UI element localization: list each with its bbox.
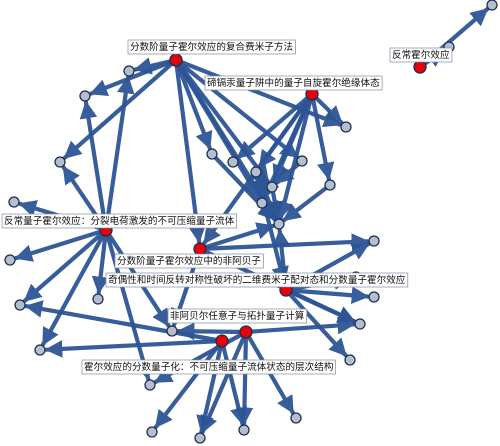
edge-n8-p28 bbox=[219, 338, 248, 426]
node-label-background bbox=[167, 308, 308, 324]
node-p5[interactable] bbox=[340, 121, 352, 133]
edge-n4-p1 bbox=[103, 75, 135, 233]
edge-n8-p29 bbox=[196, 338, 225, 434]
node-label-background bbox=[204, 75, 383, 91]
edge-n6-p26 bbox=[283, 287, 348, 358]
node-p17[interactable] bbox=[14, 299, 26, 311]
node-p23[interactable] bbox=[354, 318, 366, 330]
node-label-n3: 碲镉汞量子阱中的量子自旋霍尔绝缘体态 bbox=[204, 75, 383, 91]
node-p27[interactable] bbox=[290, 412, 302, 424]
node-p6[interactable] bbox=[206, 148, 218, 160]
node-p11[interactable] bbox=[266, 181, 278, 193]
edge-n3-p12 bbox=[275, 91, 315, 220]
edge-n8-p17 bbox=[24, 300, 225, 344]
node-label-n1: 分数阶量子霍尔效应的复合费米子方法 bbox=[127, 39, 296, 55]
node-p21[interactable] bbox=[166, 325, 178, 337]
node-label-background bbox=[1, 213, 238, 229]
hub-node-n1[interactable] bbox=[169, 53, 183, 67]
node-p12[interactable] bbox=[273, 218, 285, 230]
node-label-text: 霍尔效应的分数量子化：不可压缩量子流体状态的层次结构 bbox=[84, 361, 333, 373]
edge-n1-p5 bbox=[173, 57, 343, 128]
edge-n6-p23 bbox=[283, 287, 357, 324]
node-p20[interactable] bbox=[8, 196, 20, 208]
edge-n4-p2 bbox=[79, 100, 109, 233]
node-p14[interactable] bbox=[324, 179, 336, 191]
edge-n3-p5 bbox=[309, 91, 344, 125]
node-p1[interactable] bbox=[123, 65, 135, 77]
node-label-n2: 反常霍尔效应 bbox=[389, 47, 453, 63]
hub-node-n5[interactable] bbox=[193, 242, 207, 256]
node-label-background bbox=[114, 253, 264, 269]
node-p24[interactable] bbox=[368, 291, 380, 303]
node-label-n7: 非阿贝尔任意子与拓扑量子计算 bbox=[167, 308, 308, 324]
node-layer bbox=[4, 0, 498, 444]
node-p15[interactable] bbox=[368, 235, 380, 247]
edge-n1-p11 bbox=[173, 57, 271, 184]
node-p7[interactable] bbox=[250, 166, 262, 178]
node-label-n6: 奇偶性和时间反转对称性破坏的二维费米子配对态和分数量子霍尔效应 bbox=[105, 272, 409, 288]
hub-node-n8[interactable] bbox=[215, 334, 229, 348]
edge-n1-p6 bbox=[173, 57, 213, 151]
node-label-background bbox=[81, 359, 336, 375]
node-label-background bbox=[127, 39, 296, 55]
node-label-text: 分数阶量子霍尔效应中的非阿贝子 bbox=[117, 255, 261, 267]
node-p22[interactable] bbox=[144, 379, 156, 391]
edge-p14-p12 bbox=[282, 182, 333, 223]
node-label-background bbox=[389, 47, 453, 63]
node-p28[interactable] bbox=[238, 424, 250, 436]
edge-n4-p16 bbox=[14, 227, 109, 262]
edge-n3-p14 bbox=[309, 91, 335, 181]
node-p10[interactable] bbox=[296, 155, 308, 167]
edge-n8-p30 bbox=[153, 338, 225, 429]
node-p18[interactable] bbox=[92, 293, 104, 305]
edge-n3-p8 bbox=[235, 91, 315, 160]
node-p16[interactable] bbox=[4, 254, 16, 266]
node-label-text: 碲镉汞量子阱中的量子自旋霍尔绝缘体态 bbox=[207, 77, 380, 89]
node-p30[interactable] bbox=[146, 426, 158, 438]
node-label-n4: 反常量子霍尔效应：分裂电荷激发的不可压缩量子流体 bbox=[1, 213, 238, 229]
edge-n4-p19 bbox=[41, 227, 109, 347]
node-label-text: 非阿贝尔任意子与拓扑量子计算 bbox=[170, 310, 305, 322]
node-label-n8: 霍尔效应的分数量子化：不可压缩量子流体状态的层次结构 bbox=[81, 359, 336, 375]
node-label-text: 分数阶量子霍尔效应的复合费米子方法 bbox=[130, 41, 293, 53]
edge-n7-p21 bbox=[176, 322, 249, 341]
hub-node-n7[interactable] bbox=[239, 325, 253, 339]
node-label-background bbox=[105, 272, 409, 288]
edge-n4-p17 bbox=[22, 227, 109, 303]
node-p9[interactable] bbox=[54, 156, 66, 168]
edge-n1-p9 bbox=[62, 57, 179, 160]
node-p26[interactable] bbox=[344, 354, 356, 366]
edge-n1-p2 bbox=[88, 57, 179, 96]
edge-n4-p22 bbox=[103, 227, 153, 381]
node-p3[interactable] bbox=[486, 0, 498, 11]
edge-n5-p12 bbox=[197, 222, 275, 252]
edge-n3-p7 bbox=[257, 91, 315, 169]
node-p19[interactable] bbox=[34, 344, 46, 356]
edge-n7-p23 bbox=[243, 316, 356, 335]
edge-n4-p18 bbox=[91, 227, 110, 295]
edge-n8-p19 bbox=[44, 338, 225, 358]
edge-n7-p28 bbox=[235, 329, 254, 426]
hub-node-n2[interactable] bbox=[413, 60, 427, 74]
node-p2[interactable] bbox=[79, 90, 91, 102]
edge-n1-n5 bbox=[173, 57, 206, 244]
edge-n1-p13 bbox=[173, 57, 261, 200]
label-layer: 分数阶量子霍尔效应的复合费米子方法反常霍尔效应碲镉汞量子阱中的量子自旋霍尔绝缘体… bbox=[1, 39, 453, 375]
node-label-n5: 分数阶量子霍尔效应中的非阿贝子 bbox=[114, 253, 264, 269]
node-p13[interactable] bbox=[256, 197, 268, 209]
node-label-text: 反常霍尔效应 bbox=[392, 49, 450, 61]
node-p29[interactable] bbox=[194, 432, 206, 444]
node-label-text: 反常量子霍尔效应：分裂电荷激发的不可压缩量子流体 bbox=[4, 215, 235, 227]
edge-n7-p22 bbox=[153, 329, 249, 384]
node-p8[interactable] bbox=[227, 156, 239, 168]
edge-n6-p24 bbox=[283, 286, 370, 305]
node-label-text: 奇偶性和时间反转对称性破坏的二维费米子配对态和分数量子霍尔效应 bbox=[108, 274, 406, 286]
